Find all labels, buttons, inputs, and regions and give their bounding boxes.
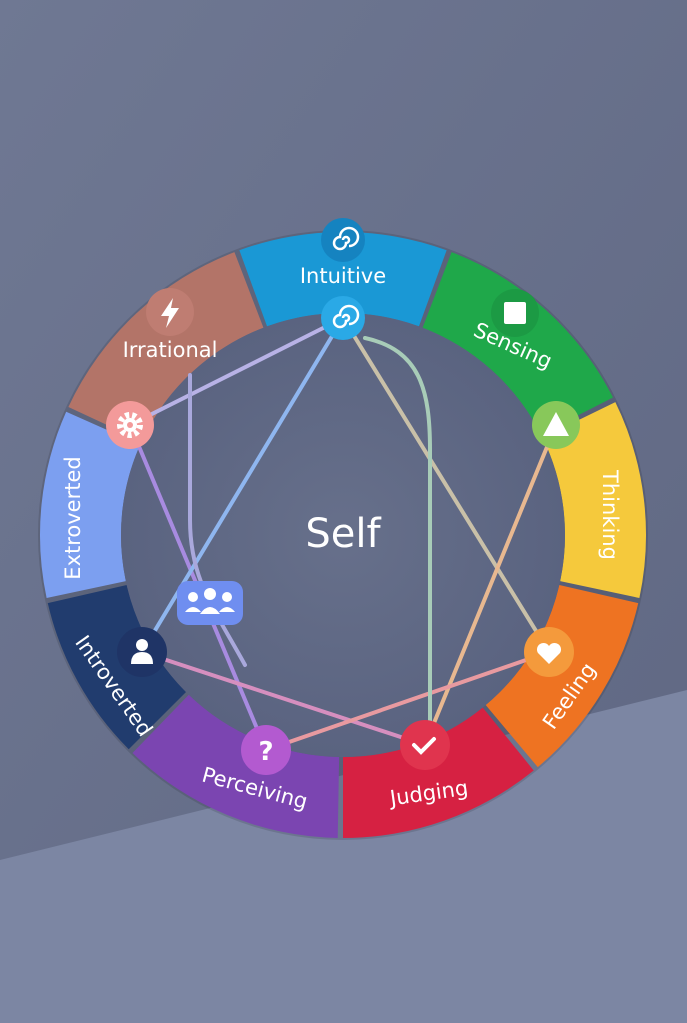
segment-judging [343, 707, 534, 839]
line-gear-intuitive [128, 316, 345, 427]
label-thinking: Thinking [598, 469, 622, 560]
segment-irrational [68, 252, 264, 442]
label-intuitive: Intuitive [300, 264, 386, 288]
line-heart-question [264, 650, 551, 752]
spiral-icon [321, 296, 365, 340]
nodes: ? [106, 218, 580, 775]
gear-icon [106, 401, 154, 449]
group-icon [177, 581, 243, 625]
segment-thinking [542, 402, 646, 598]
triangle-icon [532, 401, 580, 449]
svg-text:?: ? [258, 737, 273, 767]
segment-sensing [422, 252, 613, 435]
line-triangle-check [423, 423, 558, 747]
heart-icon [524, 627, 574, 677]
label-irrational: Irrational [123, 338, 218, 362]
lightning-icon [146, 288, 194, 336]
label-extroverted: Extroverted [61, 456, 85, 579]
check-icon [400, 720, 450, 770]
segment-introverted [47, 584, 187, 750]
segment-intuitive [239, 231, 447, 327]
line-intuitive-check-curve [363, 336, 432, 747]
connection-lines [128, 316, 558, 752]
segment-extroverted [39, 411, 141, 598]
center-label: Self [305, 511, 381, 557]
person-icon [117, 627, 167, 677]
line-intuitive-person [140, 316, 345, 654]
segment-feeling [485, 584, 639, 768]
line-intuitive-heart [341, 316, 551, 654]
segment-perceiving [132, 694, 340, 838]
spiral-icon-top [321, 218, 365, 262]
line-person-check [140, 650, 427, 747]
square-icon [491, 289, 539, 337]
question-icon: ? [241, 725, 291, 775]
ring [39, 231, 646, 839]
